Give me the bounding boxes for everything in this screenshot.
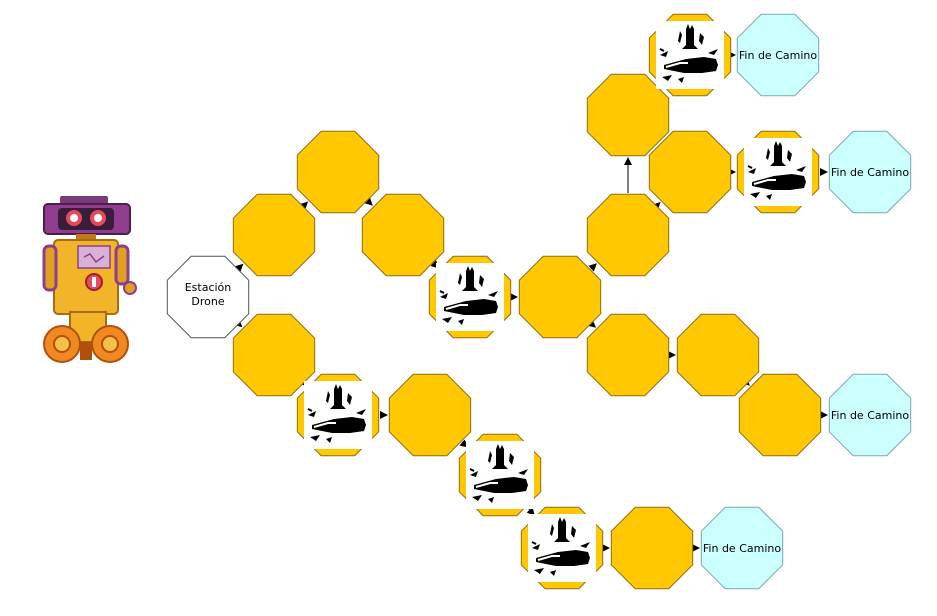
end-node: Fin de Camino — [736, 13, 820, 97]
end-node-label: Fin de Camino — [831, 166, 909, 179]
plain-node — [586, 73, 670, 157]
plain-node — [648, 130, 732, 214]
node-shape — [166, 255, 250, 339]
node-shape — [828, 130, 912, 214]
start-node — [166, 255, 250, 339]
end-node: Fin de Camino — [828, 130, 912, 214]
edge-A2-A3 — [364, 197, 373, 206]
node-shape — [586, 73, 670, 157]
broken-bottle-icon — [465, 440, 535, 510]
edge-S-B1 — [233, 318, 243, 328]
obstacle-node — [520, 506, 604, 590]
node-shape — [648, 130, 732, 214]
edge-A5-D1 — [587, 319, 597, 328]
plain-node — [518, 255, 602, 339]
end-node-label: Fin de Camino — [703, 542, 781, 555]
node-shape — [676, 313, 760, 397]
node-shape — [361, 193, 445, 277]
node-shape — [828, 373, 912, 457]
broken-bottle-icon — [435, 262, 505, 332]
node-shape — [700, 506, 784, 590]
edge-S-A1 — [234, 263, 244, 273]
edge-A5-A6 — [588, 263, 597, 272]
plain-node — [676, 313, 760, 397]
start-node-label-line1: Estación — [185, 281, 232, 294]
plain-node — [388, 373, 472, 457]
obstacle-node — [296, 373, 380, 457]
plain-node — [232, 193, 316, 277]
edge-A1-A2 — [299, 201, 309, 210]
obstacle-node — [736, 130, 820, 214]
node-shape — [232, 313, 316, 397]
broken-bottle-icon — [655, 20, 725, 90]
plain-node — [361, 193, 445, 277]
end-node: Fin de Camino — [828, 373, 912, 457]
node-shape — [296, 130, 380, 214]
plain-node — [738, 373, 822, 457]
obstacle-node — [648, 13, 732, 97]
plain-node — [586, 193, 670, 277]
node-shape — [232, 193, 316, 277]
end-node-label: Fin de Camino — [739, 49, 817, 62]
broken-bottle-icon — [303, 380, 373, 450]
broken-bottle-icon — [743, 137, 813, 207]
node-shape — [388, 373, 472, 457]
broken-bottle-icon — [527, 513, 597, 583]
node-shape — [518, 255, 602, 339]
node-shape — [736, 13, 820, 97]
end-node: Fin de Camino — [700, 506, 784, 590]
edge-A6-C1 — [652, 201, 661, 211]
plain-node — [296, 130, 380, 214]
node-shape — [738, 373, 822, 457]
node-shape — [586, 193, 670, 277]
robot-icon — [42, 196, 137, 363]
node-shape — [610, 506, 694, 590]
plain-node — [232, 313, 316, 397]
end-node-label: Fin de Camino — [831, 409, 909, 422]
obstacle-node — [458, 433, 542, 517]
edge-D2-D3 — [741, 377, 750, 386]
obstacle-node — [428, 255, 512, 339]
plain-node — [610, 506, 694, 590]
node-shape — [586, 313, 670, 397]
start-node-label-line2: Drone — [191, 295, 224, 308]
plain-node — [586, 313, 670, 397]
